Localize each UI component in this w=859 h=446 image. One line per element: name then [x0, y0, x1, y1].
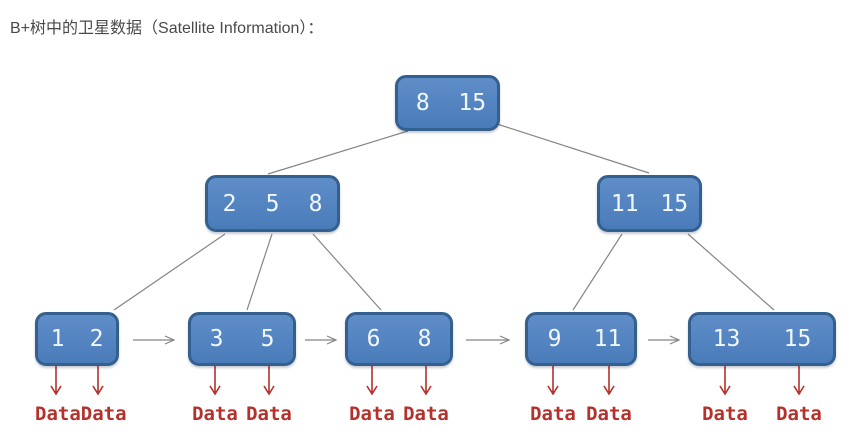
leaf-group-2: 3 5 Data Data [188, 312, 296, 425]
down-arrow-icon [50, 366, 62, 396]
tree-node-internal-left: 2 5 8 [205, 175, 340, 232]
node-key: 5 [260, 326, 275, 352]
tree-edge [267, 130, 409, 175]
node-key: 6 [366, 326, 381, 352]
leaf-group-1: 1 2 Data Data [35, 312, 127, 425]
tree-edge [312, 233, 382, 311]
tree-edge [496, 123, 650, 174]
tree-node-leaf: 6 8 [345, 312, 453, 366]
data-label: Data [702, 403, 748, 425]
data-label: Data [35, 403, 81, 425]
node-key: 1 [50, 326, 65, 352]
node-key: 15 [458, 90, 487, 116]
node-key: 2 [89, 326, 104, 352]
node-key: 8 [308, 190, 323, 217]
node-key: 11 [610, 190, 639, 217]
data-label: Data [776, 403, 822, 425]
down-arrow-icon [603, 366, 615, 396]
data-label: Data [403, 403, 449, 425]
data-label: Data [80, 403, 127, 425]
data-label: Data [586, 403, 632, 425]
tree-edge [687, 233, 775, 311]
tree-node-leaf: 1 2 [35, 312, 119, 366]
node-key: 2 [222, 190, 237, 217]
node-key: 11 [593, 326, 622, 352]
data-label: Data [192, 403, 238, 425]
page-title: B+树中的卫星数据（Satellite Information）： [10, 20, 324, 37]
tree-node-internal-right: 11 15 [597, 175, 702, 232]
leaf-group-3: 6 8 Data Data [345, 312, 453, 425]
down-arrow-icon [263, 366, 275, 396]
node-key: 8 [417, 326, 432, 352]
node-key: 13 [712, 326, 741, 352]
data-label: Data [349, 403, 395, 425]
tree-edge [572, 233, 623, 311]
node-key: 15 [660, 190, 689, 217]
tree-node-leaf: 9 11 [525, 312, 637, 366]
tree-edge [113, 233, 226, 311]
tree-node-leaf: 13 15 [688, 312, 836, 366]
down-arrow-icon [209, 366, 221, 396]
leaf-group-4: 9 11 Data Data [525, 312, 637, 425]
leaf-group-5: 13 15 Data Data [688, 312, 836, 425]
tree-edge [246, 233, 273, 311]
tree-node-root: 8 15 [395, 75, 500, 131]
down-arrow-icon [547, 366, 559, 396]
node-key: 8 [415, 90, 430, 116]
node-key: 15 [783, 326, 812, 352]
tree-node-leaf: 3 5 [188, 312, 296, 366]
data-label: Data [246, 403, 292, 425]
down-arrow-icon [92, 366, 104, 396]
node-key: 3 [209, 326, 224, 352]
down-arrow-icon [420, 366, 432, 396]
node-key: 5 [265, 190, 280, 217]
node-key: 9 [547, 326, 562, 352]
data-label: Data [530, 403, 576, 425]
down-arrow-icon [719, 366, 731, 396]
down-arrow-icon [793, 366, 805, 396]
down-arrow-icon [366, 366, 378, 396]
